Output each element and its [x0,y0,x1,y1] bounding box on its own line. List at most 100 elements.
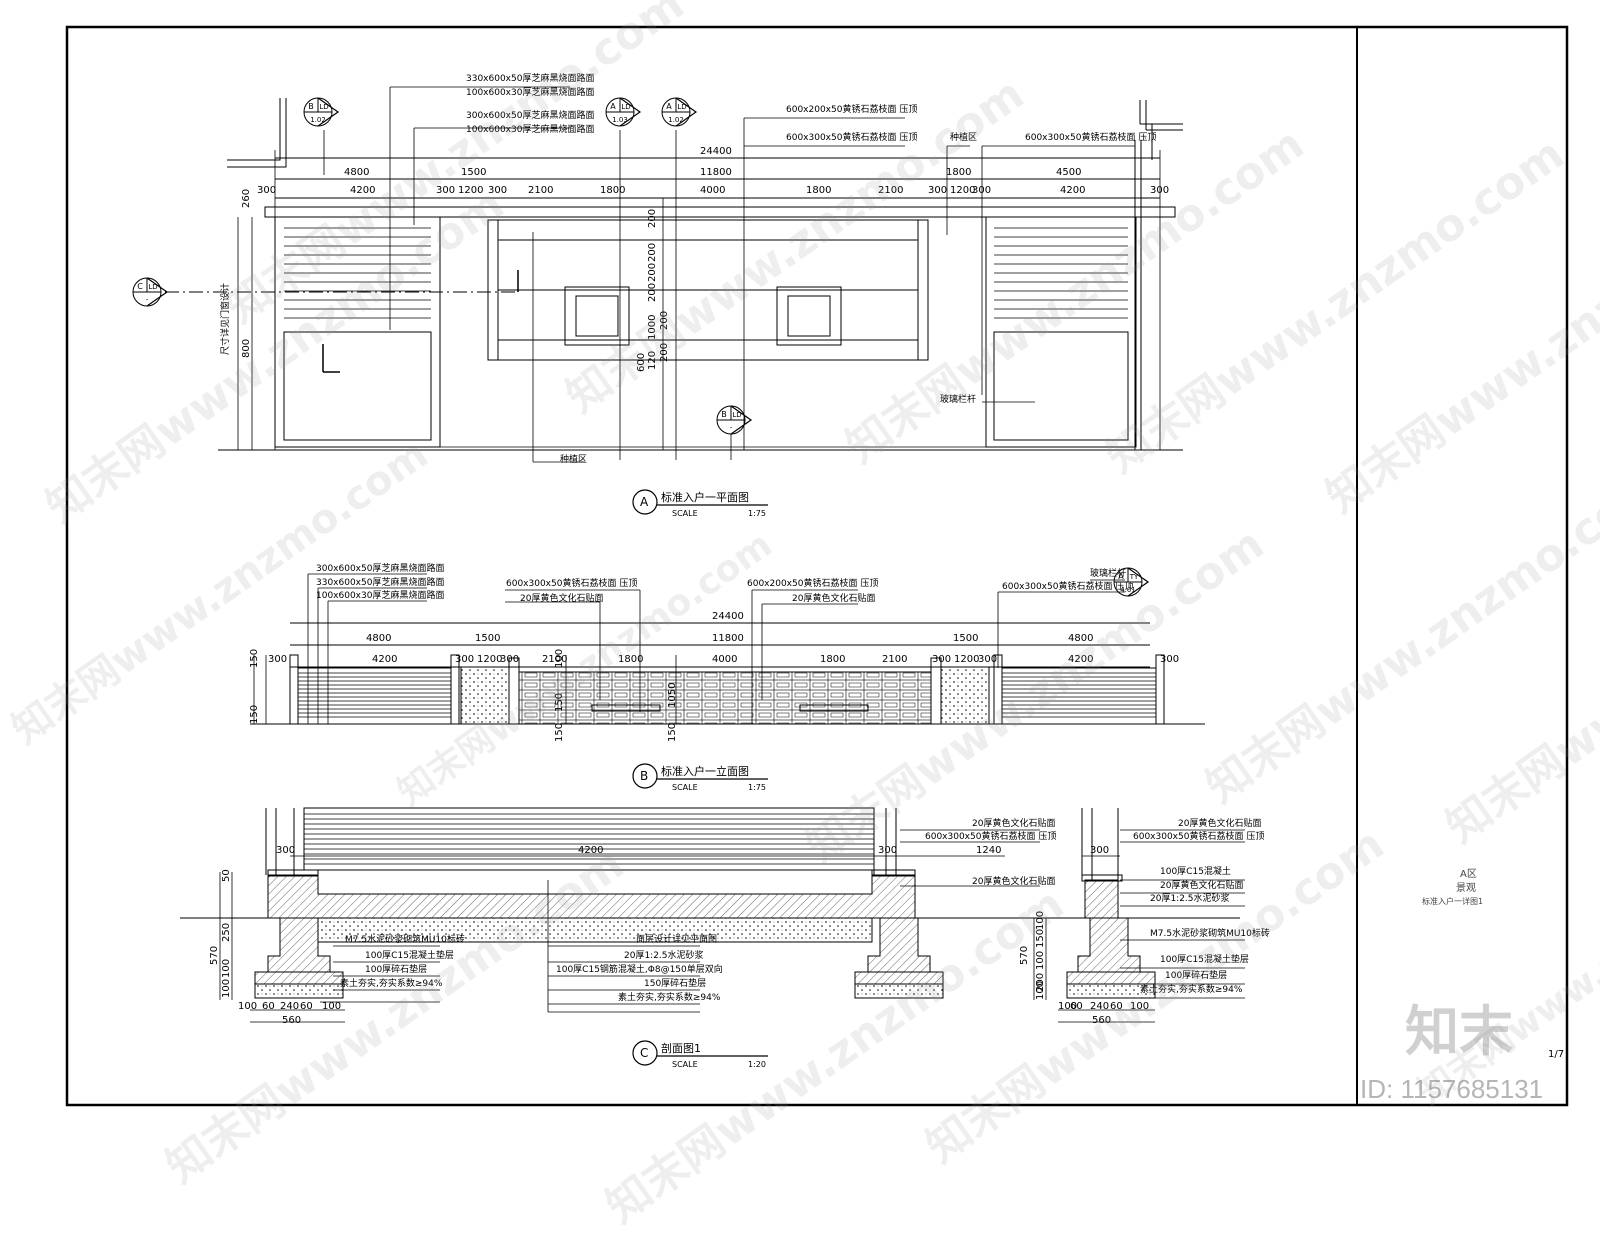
elev-dim-v-5: 1050 [667,682,678,708]
plan-dim-mid-1: 1500 [461,167,487,178]
plan-dim-detail-9: 2100 [878,185,904,196]
sect-note-center-4: 素土夯实,夯实系数≥94% [618,993,721,1003]
sect-dim-lv-2: 100 [221,958,232,978]
title-marker-c [632,1040,658,1066]
sect-dim-br-4: 100 [1130,1001,1150,1012]
elev-note-left-0: 300x600x50厚芝麻黑烧面路面 [316,564,445,574]
sect-note-center-3: 150厚碎石垫层 [644,979,707,989]
plan-dim-detail-2: 300 [436,185,456,196]
sect-dim-300fr: 300 [1090,845,1110,856]
plan-dim-mid-v-6: 600 [636,352,647,372]
elev-dim-mid-2: 11800 [712,633,744,644]
titleblock-discipline: 景观 [1456,883,1476,894]
svg-text:LD: LD [732,411,741,419]
elev-dim-detail-5: 2100 [542,654,568,665]
plan-note-glass: 玻璃栏杆 [940,395,977,405]
plan-dim-mid-v-5: 200 [659,310,670,330]
plan-dim-mid-v-7: 200 [659,342,670,362]
svg-text:1.02: 1.02 [668,116,684,124]
plan-scale-label: SCALE [672,509,698,518]
sect-dim-bl-1: 60 [262,1001,275,1012]
plan-dim-mid-v-8: 120 [647,350,658,370]
plan-note-plant-bottom: 种植区 [560,455,588,465]
sect-note-rt-2: 20厚黄色文化石贴面 [972,877,1056,887]
elev-title-letter: B [640,769,649,783]
elev-title: 标准入户一立面图 [661,765,749,778]
plan-dim-detail-11: 1200 [950,185,976,196]
sect-dim-rv-3: 150 [1035,928,1046,948]
elev-dim-v-1: 150 [249,704,260,724]
sect-dim-lv-3: 100 [221,978,232,998]
plan-dim-mid-v-4: 1000 [647,314,658,340]
callout-c: C LD - [132,277,169,307]
svg-text:LD: LD [319,103,328,111]
plan-dim-mid-v-0: 200 [647,208,658,228]
elev-dim-v-3: 150 [554,692,565,712]
plan-dim-v-260: 260 [241,188,252,208]
elev-dim-detail-0: 300 [268,654,288,665]
plan-dim-detail-12: 300 [972,185,992,196]
sect-dim-br-1: 60 [1070,1001,1083,1012]
svg-text:1.03: 1.03 [612,116,628,124]
plan-dim-mid-v-3: 200 [647,282,658,302]
titleblock-zone: A区 [1460,869,1477,880]
elev-dim-detail-10: 300 [932,654,952,665]
elev-note-mid2: 20厚黄色文化石贴面 [520,594,604,604]
plan-view [165,86,1183,463]
plan-note-600x200: 600x200x50黄锈石荔枝面 压顶 [786,105,918,115]
svg-text:LD: LD [677,103,686,111]
elev-note-left-1: 330x600x50厚芝麻黑烧面路面 [316,578,445,588]
sect-dim-lv-0: 50 [221,869,232,882]
svg-text:LD: LD [621,103,630,111]
elev-note-right1: 600x200x50黄锈石荔枝面 压顶 [747,579,879,589]
svg-text:B: B [721,410,727,419]
plan-note-4: 100x600x30厚芝麻黑烧面路面 [466,125,595,135]
elev-dim-detail-1: 4200 [372,654,398,665]
elev-dim-detail-11: 1200 [954,654,980,665]
sect-title-letter: C [640,1046,649,1060]
title-marker-b [632,763,658,789]
sect-dim-bl-3: 60 [300,1001,313,1012]
sect-dim-br-3: 60 [1110,1001,1123,1012]
svg-text:A: A [610,102,616,111]
elev-dim-v-2: 100 [554,648,565,668]
sect-dim-570r: 570 [1019,945,1030,965]
elev-dim-detail-9: 2100 [882,654,908,665]
sect-dim-rv-4: 100 [1035,910,1046,930]
sect-note-far-right-0: 20厚黄色文化石贴面 [1178,819,1262,829]
elev-note-right2: 20厚黄色文化石贴面 [792,594,876,604]
sect-dim-rv-2: 100 [1035,950,1046,970]
sect-dim-bl-4: 100 [322,1001,342,1012]
plan-note-600x300-right: 600x300x50黄锈石荔枝面 压顶 [1025,133,1157,143]
plan-note-2: 100x600x30厚芝麻黑烧面路面 [466,88,595,98]
elev-dim-mid-0: 4800 [366,633,392,644]
sect-dim-bl-0: 100 [238,1001,258,1012]
sect-dim-300l: 300 [276,845,296,856]
plan-dim-detail-14: 300 [1150,185,1170,196]
watermark-id: ID: 1157685131 [1360,1074,1544,1104]
elev-dim-detail-3: 1200 [477,654,503,665]
title-marker-a [632,489,658,515]
svg-text:-: - [730,424,733,432]
svg-text:C: C [137,282,143,291]
callout-b-top: B LD 1.02 [303,97,340,127]
svg-text:1.02: 1.02 [310,116,326,124]
sect-note-far-right-8: 素土夯实,夯实系数≥94% [1140,985,1243,995]
sect-note-left-3: 素土夯实,夯实系数≥94% [340,979,443,989]
svg-text:A: A [1118,572,1124,581]
sect-dim-1240: 1240 [976,845,1002,856]
plan-note-door: 尺寸详见门窗设计 [221,282,231,355]
svg-text:-: - [146,296,149,304]
plan-dim-mid-0: 4800 [344,167,370,178]
plan-dim-detail-0: 300 [257,185,277,196]
elev-dim-mid-1: 1500 [475,633,501,644]
elev-dim-v-6: 150 [667,722,678,742]
svg-text:B: B [308,102,314,111]
sect-note-far-right-7: 100厚碎石垫层 [1165,971,1228,981]
svg-text:LD: LD [148,283,157,291]
elev-dim-mid-4: 4800 [1068,633,1094,644]
